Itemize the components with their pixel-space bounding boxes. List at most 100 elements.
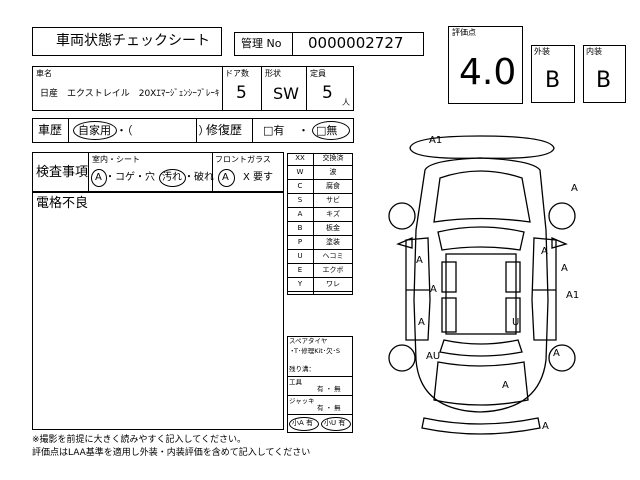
repair-yes-option: □有 bbox=[263, 124, 285, 137]
vehicle-row bbox=[32, 66, 354, 111]
windshield-outline bbox=[437, 226, 525, 251]
damage-mark: AU bbox=[426, 351, 441, 362]
footnote-score: 評価点はLAA基準を適用し外装・内装評価を含めて記入してください bbox=[32, 448, 311, 458]
right-rear-wheel bbox=[548, 344, 576, 372]
right-mirror bbox=[551, 237, 568, 249]
interior-box bbox=[583, 45, 626, 103]
spare-tire-label: スペアタイヤ bbox=[289, 337, 328, 345]
small-u-option: 小U 有 bbox=[324, 419, 346, 427]
legend-desc: ワレ bbox=[326, 280, 340, 288]
title-box bbox=[32, 27, 222, 56]
legend-table bbox=[287, 153, 353, 295]
history-row bbox=[32, 118, 354, 143]
management-box bbox=[234, 32, 424, 56]
repair-history-label: 修復歴 bbox=[206, 123, 243, 137]
private-use-circle bbox=[73, 121, 117, 140]
inspection-row bbox=[32, 152, 284, 192]
score-label: 評価点 bbox=[452, 28, 476, 37]
shape-label: 形状 bbox=[265, 69, 281, 78]
damage-mark: A bbox=[571, 183, 578, 194]
legend-code: E bbox=[297, 266, 303, 274]
tread-remaining: 残り溝： bbox=[289, 365, 315, 373]
score-value: 4.0 bbox=[459, 52, 517, 93]
dirt-circle bbox=[159, 169, 186, 187]
damage-mark: A1 bbox=[566, 290, 580, 301]
form-title: 車両状態チェックシート bbox=[56, 33, 210, 49]
tools-label: 工具 bbox=[289, 378, 302, 386]
legend-desc: ヘコミ bbox=[322, 252, 344, 260]
doors-value: 5 bbox=[236, 83, 247, 103]
damage-mark: A bbox=[561, 263, 568, 274]
damage-mark: U bbox=[512, 317, 520, 328]
repair-no-option: □無 bbox=[316, 124, 338, 137]
inspection-label: 検査事項 bbox=[36, 165, 89, 180]
interior-label: 内装 bbox=[586, 47, 602, 56]
legend-code: U bbox=[297, 252, 303, 260]
history-label: 車歴 bbox=[38, 123, 63, 137]
damage-mark: A bbox=[502, 380, 509, 391]
legend-desc: 波 bbox=[329, 168, 337, 176]
right-rear-window bbox=[505, 297, 521, 333]
legend-code: C bbox=[297, 182, 303, 190]
jack-options: 有 ・ 無 bbox=[317, 404, 341, 412]
vehicle-name-label: 車名 bbox=[36, 69, 52, 78]
legend-desc: 塗装 bbox=[326, 238, 340, 246]
front-bumper-outline bbox=[409, 135, 555, 159]
left-rear-wheel bbox=[388, 344, 416, 372]
repair-separator: ・ bbox=[298, 124, 309, 137]
legend-header-code: XX bbox=[295, 154, 305, 162]
spare-separator: ・ bbox=[289, 347, 296, 355]
interior-dirt: 汚れ bbox=[162, 172, 182, 183]
left-mirror bbox=[396, 237, 413, 249]
legend-desc: 腐食 bbox=[326, 182, 340, 190]
remarks-box bbox=[32, 192, 284, 430]
rear-bumper-outline bbox=[421, 417, 541, 435]
left-front-window bbox=[441, 261, 457, 293]
interior-grade: B bbox=[596, 68, 612, 93]
right-side-outline bbox=[531, 237, 557, 341]
legend-desc: 板金 bbox=[326, 224, 340, 232]
rear-window-outline bbox=[439, 339, 523, 357]
legend-desc: エクボ bbox=[322, 266, 344, 274]
footnote-photo: ※撮影を前提に大きく読みやすく記入してください。 bbox=[32, 435, 247, 445]
vehicle-name: 日産 エクストレイル 20Xｴﾏｰｼﾞｪﾝｼｰﾌﾞﾚｰｷ bbox=[40, 89, 220, 99]
management-number: 0000002727 bbox=[308, 34, 404, 52]
legend-header-desc: 交換済 bbox=[322, 154, 344, 162]
exterior-grade: B bbox=[545, 68, 561, 93]
small-u-circle bbox=[321, 417, 351, 431]
remarks-text: 電格不良 bbox=[36, 196, 89, 211]
damage-mark: A bbox=[553, 348, 560, 359]
management-label: 管理 No bbox=[241, 37, 282, 50]
left-rear-window bbox=[441, 297, 457, 333]
roof-outline bbox=[445, 253, 517, 335]
damage-mark: A bbox=[542, 421, 549, 432]
tools-options: 有 ・ 無 bbox=[317, 385, 341, 393]
legend-code: P bbox=[297, 238, 303, 246]
capacity-unit: 人 bbox=[342, 98, 350, 107]
interior-tear: ・破れ bbox=[184, 172, 214, 183]
exterior-box bbox=[531, 45, 575, 103]
right-front-wheel bbox=[548, 202, 576, 230]
right-front-window bbox=[505, 261, 521, 293]
jack-label: ジャッキ bbox=[289, 397, 315, 405]
windshield-grade-a: A bbox=[222, 172, 229, 183]
damage-mark: A bbox=[430, 284, 437, 295]
doors-label: ドア数 bbox=[225, 69, 249, 78]
windshield-replace: X 要す bbox=[243, 172, 274, 183]
damage-mark: A bbox=[416, 255, 423, 266]
legend-code: W bbox=[296, 168, 304, 176]
capacity-value: 5 bbox=[322, 83, 333, 103]
interior-a-circle bbox=[91, 169, 107, 187]
legend-code: S bbox=[297, 196, 303, 204]
damage-mark: A bbox=[541, 246, 548, 257]
legend-code: Y bbox=[297, 280, 303, 288]
private-use-option: 自家用 bbox=[78, 124, 111, 137]
hood-outline bbox=[433, 170, 531, 223]
damage-mark: A1 bbox=[429, 135, 443, 146]
small-a-option: 小A 有 bbox=[292, 419, 314, 427]
other-use-option: ・（ ） bbox=[116, 124, 210, 137]
left-front-wheel bbox=[388, 202, 416, 230]
left-side-outline bbox=[405, 237, 431, 341]
windshield-a-circle bbox=[218, 169, 235, 187]
